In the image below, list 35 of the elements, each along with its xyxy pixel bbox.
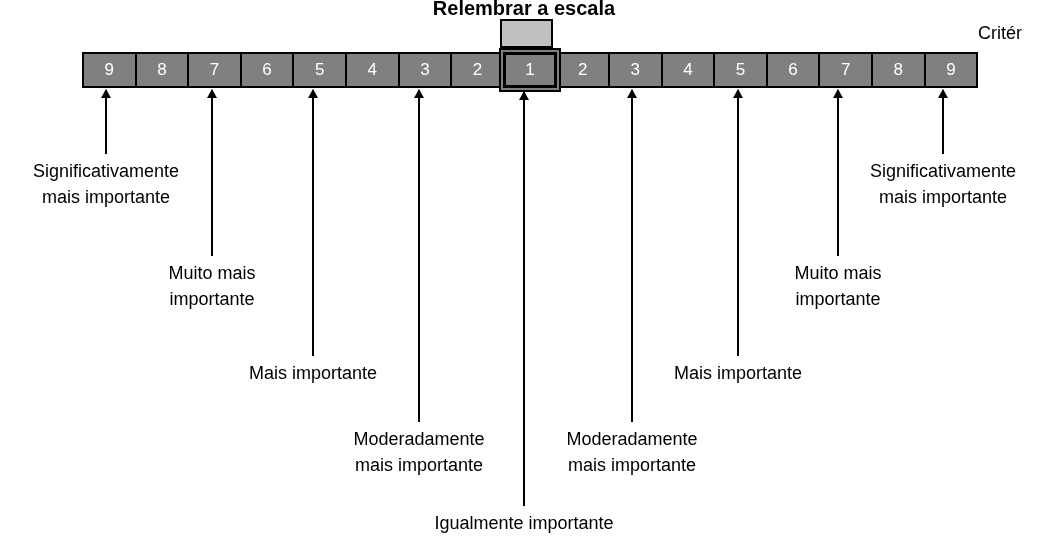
arrow — [308, 89, 318, 357]
scale-label: Moderadamente mais importante — [557, 426, 707, 478]
scale-cell: 3 — [608, 52, 663, 88]
scale-cell: 6 — [239, 52, 295, 88]
scale-label: Mais importante — [213, 360, 413, 386]
scale-label: Igualmente importante — [404, 510, 644, 536]
scale-label: Muito mais importante — [768, 260, 908, 312]
scale-cell: 8 — [134, 52, 190, 88]
scale-cell: 3 — [397, 52, 453, 88]
arrow — [833, 89, 843, 257]
arrow — [414, 89, 424, 423]
scale-cell: 7 — [818, 52, 873, 88]
arrow — [101, 89, 111, 155]
scale-cell: 4 — [345, 52, 400, 88]
scale-cell: 7 — [187, 52, 242, 88]
scale-cell: 9 — [82, 52, 137, 88]
scale-cell: 5 — [713, 52, 768, 88]
scale-cell: 4 — [660, 52, 716, 88]
slider-box — [500, 19, 553, 48]
scale-label: Moderadamente mais importante — [344, 426, 494, 478]
scale-cell: 9 — [923, 52, 979, 88]
scale-label: Significativamente mais importante — [24, 158, 188, 210]
scale-cell: 5 — [292, 52, 347, 88]
scale-label: Mais importante — [638, 360, 838, 386]
arrow — [938, 89, 948, 155]
scale-label: Muito mais importante — [142, 260, 282, 312]
criterion-label: Critér — [978, 22, 1022, 45]
arrow — [519, 91, 529, 507]
arrow — [207, 89, 217, 257]
scale-cell: 8 — [871, 52, 926, 88]
diagram-title: Relembrar a escala — [431, 0, 617, 18]
arrow — [627, 89, 637, 423]
scale-label: Significativamente mais importante — [861, 158, 1025, 210]
scale-cell: 6 — [765, 52, 821, 88]
arrow — [733, 89, 743, 357]
